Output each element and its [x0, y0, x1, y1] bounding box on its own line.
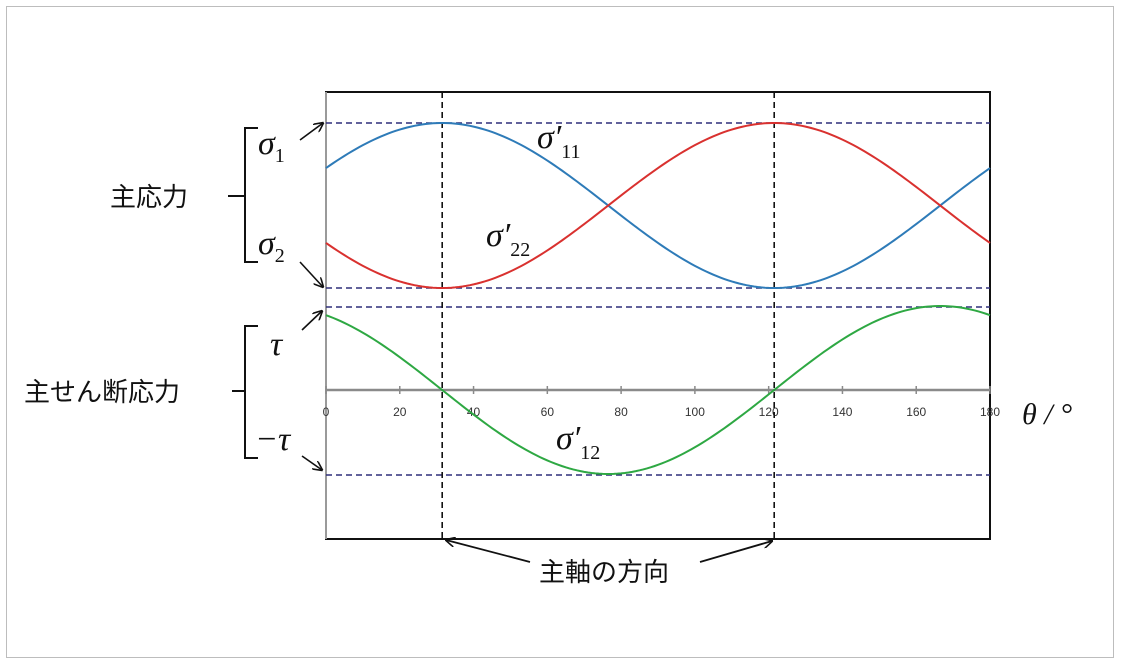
sigma1-symbol: σ1: [258, 125, 285, 167]
principal-axis-lines: [441, 92, 776, 539]
sigma11-label: σ′11: [537, 119, 580, 163]
theta-ticks: 0 20 40 60 80 100 120 140 160 180: [323, 386, 1000, 419]
figure-frame: [6, 6, 1114, 658]
axis-dir-arrow-left: [446, 540, 531, 563]
axis-dir-arrow-right: [699, 541, 772, 563]
sigma12-curve: [325, 305, 991, 475]
principal-axis-direction-label: 主軸の方向: [539, 558, 669, 588]
reference-lines: [326, 122, 990, 476]
sigma12-label: σ′12: [556, 420, 600, 464]
theta-tick-label: 0: [323, 405, 330, 419]
tau-arrow: [301, 311, 322, 331]
sigma1-arrow: [299, 123, 323, 141]
principal-stress-label: 主応力: [110, 183, 188, 213]
tau-symbol: τ: [270, 326, 284, 363]
theta-tick-label: 160: [906, 405, 926, 419]
symbol-arrows: [299, 123, 323, 470]
neg-tau-arrow: [301, 455, 322, 470]
theta-tick-label: 100: [685, 405, 705, 419]
sigma11-curve: [325, 122, 991, 289]
theta-tick-label: 180: [980, 405, 1000, 419]
theta-tick-label: 80: [614, 405, 628, 419]
theta-tick-label: 20: [393, 405, 407, 419]
principal-stress-bracket: [244, 127, 258, 263]
sigma2-arrow: [299, 261, 323, 287]
theta-tick-label: 120: [759, 405, 779, 419]
theta-tick-label: 40: [467, 405, 481, 419]
sigma22-curve: [325, 122, 991, 289]
sigma2-symbol: σ2: [258, 225, 285, 267]
principal-shear-label: 主せん断応力: [24, 378, 180, 408]
theta-axis-label: θ / °: [1022, 398, 1072, 431]
theta-tick-label: 140: [832, 405, 852, 419]
theta-tick-label: 60: [541, 405, 555, 419]
sigma22-label: σ′22: [486, 217, 530, 261]
neg-tau-symbol: −τ: [255, 421, 292, 458]
